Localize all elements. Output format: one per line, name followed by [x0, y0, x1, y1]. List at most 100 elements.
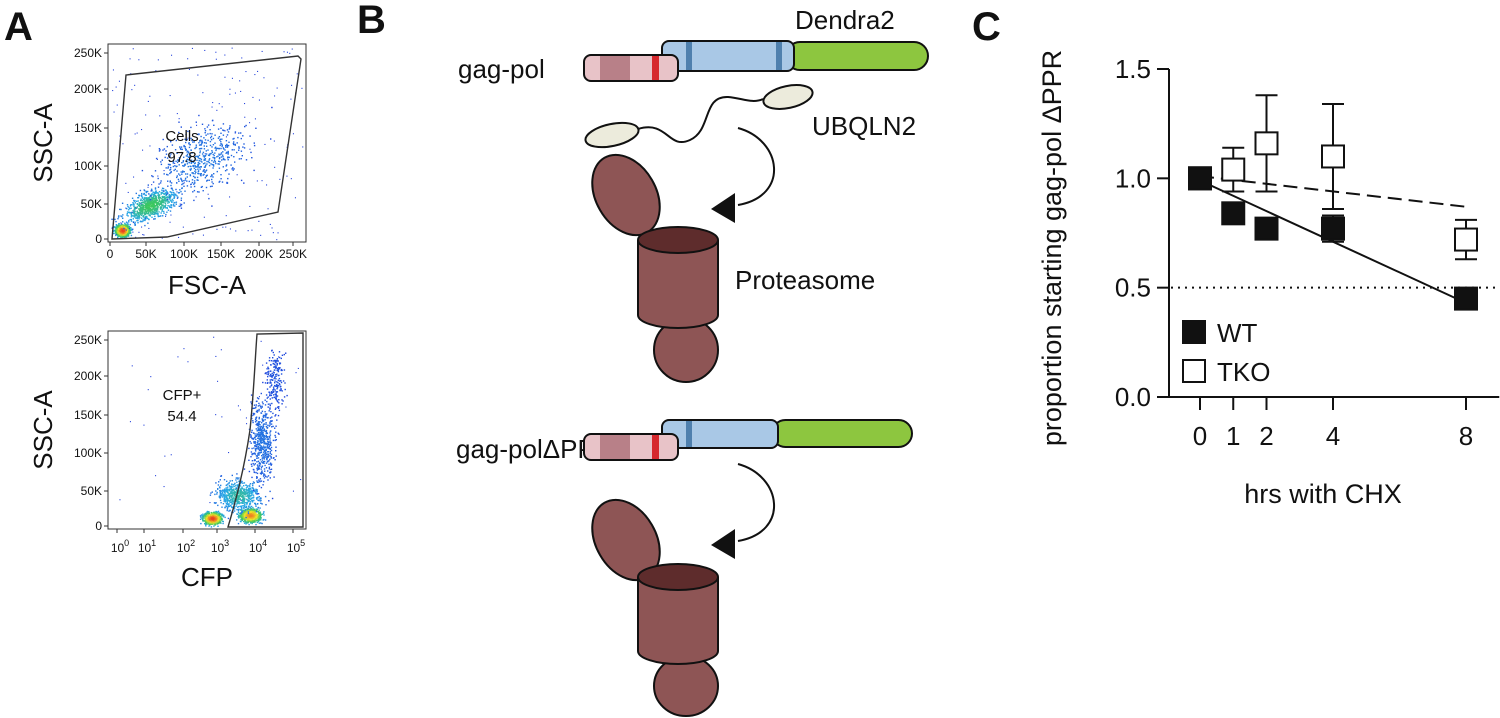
event-dot: [258, 464, 261, 467]
event-dot: [152, 175, 154, 178]
event-dot: [178, 192, 180, 194]
event-dot: [265, 394, 268, 396]
event-dot: [134, 84, 136, 86]
event-dot: [268, 463, 270, 465]
event-dot: [269, 436, 271, 438]
event-dot: [256, 511, 259, 513]
event-dot: [275, 394, 277, 396]
event-dot: [256, 514, 258, 517]
event-dot: [259, 406, 262, 408]
event-dot: [221, 515, 223, 517]
event-dot: [256, 411, 259, 413]
event-dot: [260, 435, 262, 437]
event-dot: [158, 191, 161, 193]
event-dot: [258, 451, 260, 454]
event-dot: [173, 197, 175, 199]
event-dot: [218, 517, 220, 520]
event-dot: [137, 215, 139, 217]
event-dot: [226, 480, 228, 482]
event-dot: [261, 180, 263, 182]
ubqln2-label: UBQLN2: [812, 111, 916, 141]
event-dot: [232, 497, 234, 500]
event-dot: [249, 506, 251, 508]
event-dot: [251, 491, 253, 493]
tick-exponent: 1: [151, 538, 156, 548]
event-dot: [170, 153, 172, 155]
event-dot: [241, 496, 243, 498]
event-dot: [196, 191, 199, 193]
event-dot: [261, 420, 264, 422]
event-dot: [265, 462, 268, 464]
event-dot: [180, 203, 183, 206]
event-dot: [175, 139, 177, 142]
event-dot: [147, 202, 149, 205]
event-dot: [122, 214, 124, 216]
event-dot: [251, 516, 254, 518]
event-dot: [249, 488, 251, 491]
event-dot: [262, 454, 264, 456]
event-dot: [120, 223, 123, 225]
event-dot: [204, 49, 206, 51]
event-dot: [193, 160, 195, 162]
event-dot: [227, 492, 229, 494]
event-dot: [194, 147, 196, 150]
event-dot: [236, 484, 239, 487]
event-dot: [199, 168, 201, 170]
event-dot: [267, 442, 269, 444]
event-dot: [221, 491, 224, 494]
event-dot: [145, 204, 147, 206]
event-dot: [292, 133, 294, 135]
event-dot: [279, 384, 281, 386]
event-dot: [275, 446, 277, 448]
event-dot: [249, 504, 251, 506]
event-dot: [259, 507, 261, 509]
event-dot: [227, 153, 229, 155]
event-dot: [241, 505, 243, 507]
event-dot: [263, 449, 266, 452]
event-dot: [167, 202, 169, 204]
event-dot: [113, 226, 115, 228]
event-dot: [290, 178, 292, 180]
cells-gate-value: 97.8: [167, 149, 196, 166]
event-dot: [206, 521, 209, 523]
arrow-head: [711, 529, 735, 559]
event-dot: [229, 489, 231, 491]
event-dot: [275, 407, 277, 409]
event-dot: [280, 373, 283, 375]
event-dot: [153, 208, 155, 210]
event-dot: [242, 509, 245, 511]
y-tick-label: 150K: [74, 121, 102, 135]
event-dot: [212, 102, 214, 104]
event-dot: [261, 470, 263, 472]
event-dot: [200, 147, 203, 150]
event-dot: [151, 184, 153, 186]
event-dot: [248, 514, 250, 516]
event-dot: [227, 150, 229, 153]
event-dot: [257, 513, 259, 516]
event-dot: [246, 492, 248, 494]
event-dot: [268, 372, 270, 374]
event-dot: [118, 222, 120, 225]
event-dot: [206, 126, 209, 128]
event-dot: [259, 444, 261, 446]
event-dot: [260, 466, 263, 468]
event-dot: [244, 513, 247, 515]
event-dot: [127, 209, 130, 211]
event-dot: [186, 176, 188, 178]
event-dot: [154, 196, 156, 198]
event-dot: [141, 208, 144, 211]
event-dot: [160, 180, 162, 182]
event-dot: [157, 59, 159, 61]
event-dot: [130, 228, 133, 230]
event-dot: [125, 221, 128, 223]
event-dot: [264, 474, 266, 476]
event-dot: [122, 225, 124, 227]
event-dot: [265, 415, 267, 417]
event-dot: [262, 364, 264, 366]
event-dot: [261, 465, 264, 467]
event-dot: [158, 211, 160, 213]
event-dot: [253, 142, 255, 144]
event-dot: [252, 519, 254, 521]
event-dot: [141, 221, 143, 223]
event-dot: [258, 454, 260, 456]
